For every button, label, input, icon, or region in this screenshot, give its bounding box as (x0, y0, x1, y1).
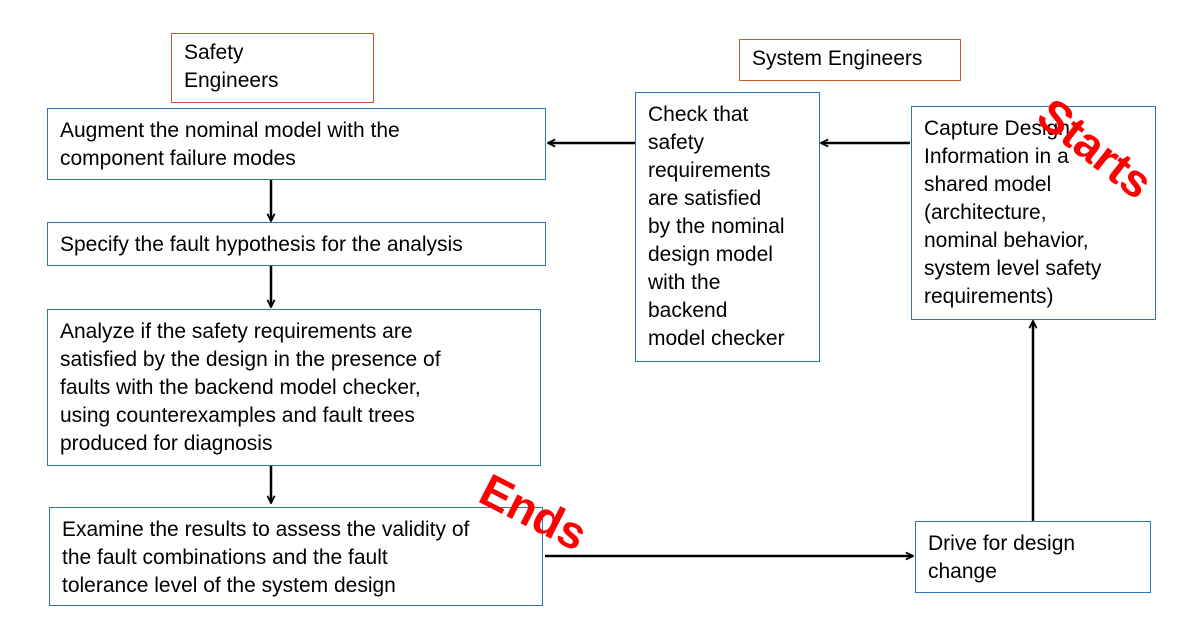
step-specify-fault-hypothesis: Specify the fault hypothesis for the ana… (47, 222, 546, 266)
step-capture-design-information: Capture Design Information in a shared m… (911, 106, 1156, 320)
system-engineers-label: System Engineers (739, 39, 961, 81)
step-examine-results: Examine the results to assess the validi… (49, 507, 543, 606)
step-analyze-requirements: Analyze if the safety requirements are s… (47, 309, 541, 466)
step-drive-design-change: Drive for design change (915, 521, 1151, 593)
safety-engineers-label: Safety Engineers (171, 33, 374, 103)
step-augment-model: Augment the nominal model with the compo… (47, 108, 546, 180)
step-check-requirements: Check that safety requirements are satis… (635, 92, 820, 362)
